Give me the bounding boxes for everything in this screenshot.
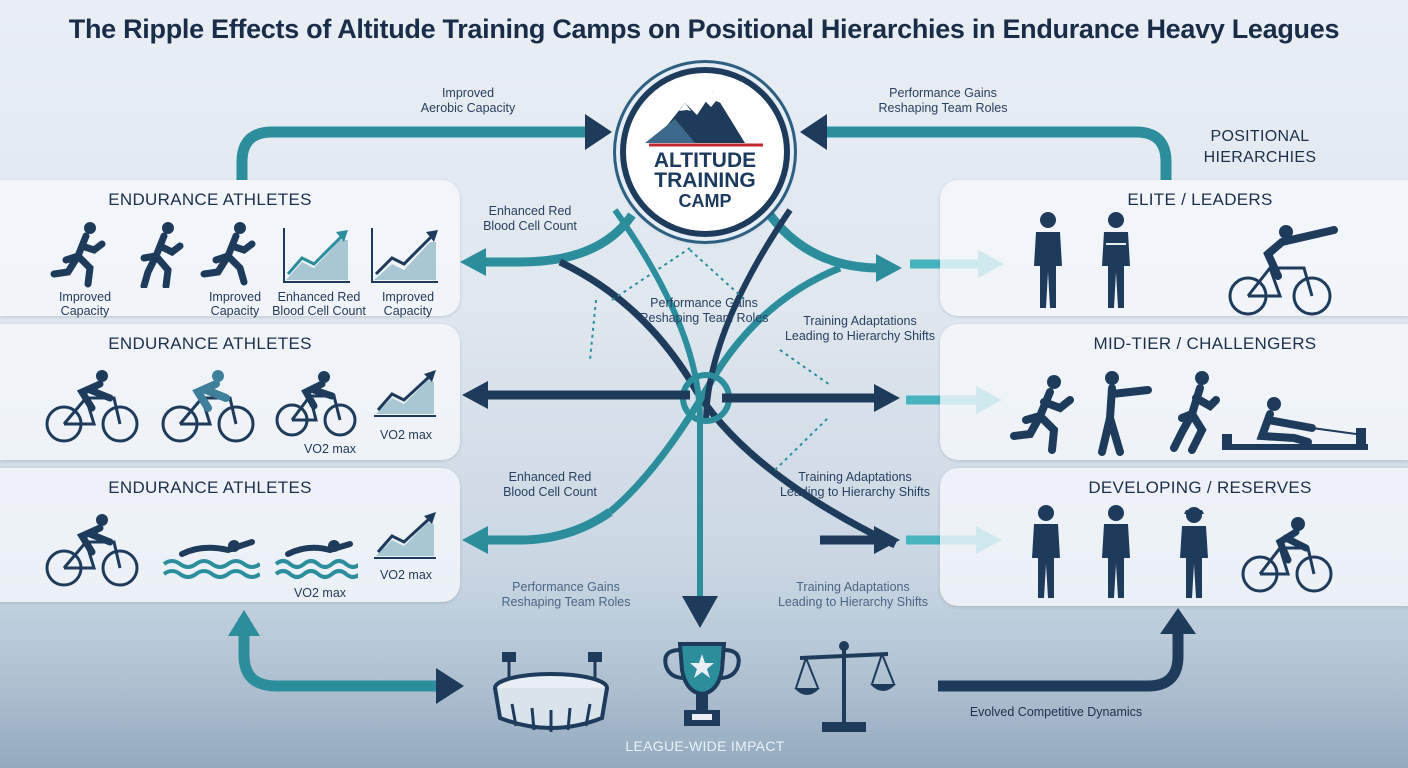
standing-athlete-icon: [1102, 505, 1130, 598]
cyclist-icon: [45, 370, 139, 443]
growth-chart-icon: [374, 370, 436, 417]
caption-line: Improved: [381, 290, 435, 304]
flow-label-e: Training Adaptations Leading to Hierarch…: [774, 470, 936, 500]
left-panel-3-heading: ENDURANCE ATHLETES: [108, 478, 312, 497]
flow-label-c: Training Adaptations Leading to Hierarch…: [780, 314, 940, 344]
flow-label-line: Leading to Hierarchy Shifts: [784, 329, 936, 343]
top-left-loop-arrow: [236, 126, 590, 180]
standing-athlete-icon: [1102, 212, 1130, 308]
cyclist-icon: [161, 370, 255, 443]
positional-hierarchies-title: POSITIONAL HIERARCHIES: [1185, 126, 1335, 168]
positional-title-line2: HIERARCHIES: [1203, 149, 1317, 166]
top-left-flow-label: Improved Aerobic Capacity: [408, 86, 528, 116]
right-panel-3-heading: DEVELOPING / RESERVES: [1088, 478, 1312, 497]
mountain-icon: [645, 91, 763, 147]
hub-label-line1: ALTITUDE: [653, 149, 757, 172]
swimmer-icon: [274, 540, 358, 579]
top-left-flow-label-line1: Improved: [441, 86, 495, 100]
flow-label-line: Blood Cell Count: [483, 219, 577, 233]
flow-label-line: Blood Cell Count: [503, 485, 597, 499]
evolved-competitive-dynamics-label: Evolved Competitive Dynamics: [969, 705, 1143, 719]
caption-line: Capacity: [210, 304, 260, 318]
flow-label-line: Performance Gains: [650, 296, 758, 310]
flow-label-line: Leading to Hierarchy Shifts: [777, 595, 929, 609]
caption-line: Capacity: [383, 304, 433, 318]
flow-label-g: Training Adaptations Leading to Hierarch…: [772, 580, 934, 610]
top-right-flow-label-line1: Performance Gains: [889, 86, 997, 100]
runner-icon: [50, 222, 106, 288]
left-panel-2-heading: ENDURANCE ATHLETES: [108, 334, 312, 353]
bottom-left-return-arrow: [238, 618, 440, 692]
left-panel-2-caption-2: VO2 max: [379, 428, 433, 442]
caption-line: Capacity: [60, 304, 110, 318]
left-panel-1-caption-2: Improved Capacity: [190, 290, 280, 318]
top-right-flow-label-line2: Reshaping Team Roles: [878, 101, 1008, 115]
caption-line: Blood Cell Count: [272, 304, 366, 318]
cyclist-icon: [275, 371, 357, 437]
growth-chart-icon: [283, 228, 350, 283]
standing-athlete-icon: [1032, 505, 1060, 598]
right-panel-1-heading: ELITE / LEADERS: [1127, 190, 1273, 209]
balance-scale-icon: [794, 641, 896, 732]
right-panel-developing: DEVELOPING / RESERVES: [940, 468, 1408, 606]
stadium-icon: [493, 652, 609, 732]
top-left-flow-label-line2: Aerobic Capacity: [420, 101, 516, 115]
flow-label-line: Leading to Hierarchy Shifts: [779, 485, 931, 499]
hub-label-line2: TRAINING: [654, 169, 756, 192]
bottom-right-return-arrow: [938, 630, 1184, 692]
right-panel-2-heading: MID-TIER / CHALLENGERS: [1093, 334, 1317, 353]
left-panel-3-caption-1: VO2 max: [293, 586, 347, 600]
left-panel-1-caption-3: Enhanced Red Blood Cell Count: [264, 290, 374, 318]
swimmer-icon: [162, 539, 260, 579]
runner-icon: [200, 222, 256, 286]
top-right-loop-arrow: [823, 126, 1172, 180]
growth-chart-icon: [371, 228, 438, 283]
league-wide-impact-label: LEAGUE-WIDE IMPACT: [625, 738, 785, 754]
trophy-icon: [663, 642, 741, 726]
flow-label-f: Performance Gains Reshaping Team Roles: [494, 580, 638, 610]
caption-line: Improved: [208, 290, 262, 304]
runner-icon: [1010, 375, 1074, 454]
flow-label-d: Enhanced Red Blood Cell Count: [486, 470, 614, 500]
runner-icon: [140, 222, 184, 288]
flow-label-a: Enhanced Red Blood Cell Count: [466, 204, 594, 234]
growth-chart-icon: [374, 512, 436, 559]
left-panel-swimmers: ENDURANCE ATHLETES VO2 max VO2 max: [0, 468, 460, 602]
positional-title-line1: POSITIONAL: [1210, 128, 1310, 145]
top-right-flow-label: Performance Gains Reshaping Team Roles: [868, 86, 1018, 116]
flow-label-line: Enhanced Red: [508, 470, 592, 484]
right-panel-mid-tier: MID-TIER / CHALLENGERS: [940, 324, 1408, 460]
flow-label-b: Performance Gains Reshaping Team Roles: [634, 296, 774, 326]
flow-label-line: Enhanced Red: [488, 204, 572, 218]
flow-label-line: Performance Gains: [512, 580, 620, 594]
left-panel-2-caption-1: VO2 max: [303, 442, 357, 456]
left-panel-runners: ENDURANCE ATHLETES Improved Capacity Imp…: [0, 180, 460, 318]
standing-athlete-icon: [1180, 507, 1208, 598]
runner-icon: [1170, 371, 1220, 454]
standing-athlete-icon: [1034, 212, 1062, 308]
left-panel-cyclists: ENDURANCE ATHLETES VO2 max VO2 max: [0, 324, 460, 460]
left-panel-1-heading: ENDURANCE ATHLETES: [108, 190, 312, 209]
flow-label-line: Reshaping Team Roles: [639, 311, 769, 325]
right-panel-elite: ELITE / LEADERS: [940, 180, 1408, 316]
flow-label-line: Reshaping Team Roles: [501, 595, 631, 609]
flow-label-line: Training Adaptations: [803, 314, 917, 328]
hub-label-line3: CAMP: [678, 191, 732, 211]
left-panel-1-caption-4: Improved Capacity: [368, 290, 448, 318]
altitude-training-camp-hub: ALTITUDE TRAINING CAMP: [620, 67, 790, 237]
flow-label-line: Training Adaptations: [796, 580, 910, 594]
caption-line: Improved: [58, 290, 112, 304]
rower-icon: [1222, 397, 1368, 450]
coach-pointing-icon: [1098, 371, 1152, 456]
left-panel-3-caption-2: VO2 max: [379, 568, 433, 582]
cyclist-icon: [1241, 517, 1333, 593]
left-panel-1-caption-1: Improved Capacity: [40, 290, 130, 318]
caption-line: Enhanced Red: [277, 290, 361, 304]
hub-label: ALTITUDE TRAINING CAMP: [626, 149, 784, 211]
cyclist-icon: [45, 514, 139, 587]
flow-label-line: Training Adaptations: [798, 470, 912, 484]
coach-pointing-icon: [1228, 225, 1338, 316]
page-title: The Ripple Effects of Altitude Training …: [68, 14, 1340, 44]
